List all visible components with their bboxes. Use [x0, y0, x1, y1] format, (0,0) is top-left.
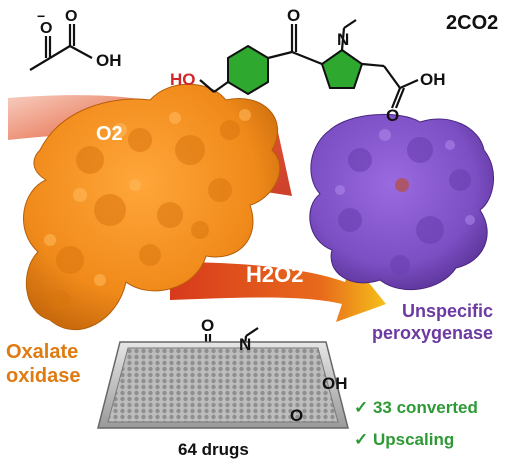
product-molecule-top	[199, 19, 419, 109]
well-plate	[97, 341, 349, 429]
product-top-o-acid: O	[386, 106, 400, 125]
result-converted: ✓ 33 converted	[354, 398, 478, 417]
peroxygenase-label: Unspecific peroxygenase	[372, 301, 494, 343]
o2-label: O2	[96, 123, 123, 145]
product-top-oh: OH	[420, 70, 446, 89]
oxalate-o-minus: O	[40, 20, 53, 37]
product-bottom-o-acid: O	[290, 406, 304, 425]
oxalate-oxidase-structure	[23, 83, 281, 331]
product-bottom-oh: OH	[322, 374, 348, 393]
oxalate-molecule	[29, 24, 93, 71]
product-top-o-carbonyl: O	[287, 6, 301, 25]
peroxygenase-structure	[309, 114, 495, 291]
product-top-ho: HO	[170, 70, 196, 89]
h2o2-arrow	[170, 262, 386, 322]
product-top-n: N	[337, 30, 350, 49]
oxalate-charge: −	[37, 8, 46, 24]
oxalate-oxidase-label: Oxalate oxidase	[6, 341, 81, 387]
result-upscaling: ✓ Upscaling	[354, 430, 455, 449]
h2o2-label: H2O2	[246, 262, 304, 287]
plate-label: 64 drugs	[178, 440, 249, 459]
oxalate-o: O	[65, 8, 78, 25]
co2-label: 2CO2	[446, 12, 499, 34]
product-bottom-n: N	[239, 335, 252, 354]
oxalate-oh: OH	[96, 51, 122, 70]
product-bottom-o-carbonyl: O	[201, 316, 215, 335]
